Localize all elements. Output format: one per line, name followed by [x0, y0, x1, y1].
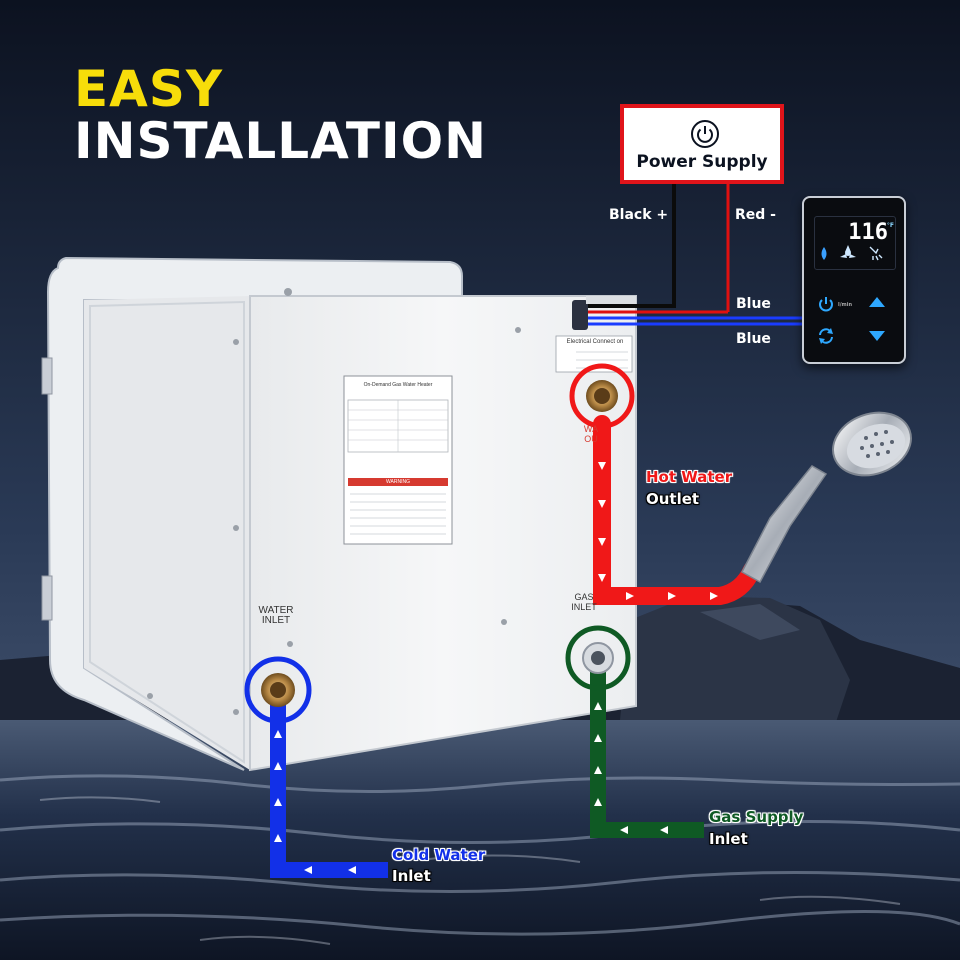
controller-cycle-icon[interactable]	[816, 326, 836, 346]
rating-label-warning: WARNING	[386, 479, 410, 485]
power-supply-label: Power Supply	[636, 152, 768, 172]
controller-power-button[interactable]	[816, 294, 836, 314]
wire-black-label: Black +	[609, 207, 669, 223]
rating-label-title: On-Demand Gas Water Heater	[363, 382, 433, 388]
controller-mode-icons	[821, 245, 883, 261]
water-inlet-label-line2: INLET	[261, 615, 291, 626]
wire-red-label: Red -	[735, 207, 776, 223]
water-outlet-label: WA OU	[583, 424, 599, 444]
headline-installation: INSTALLATION	[74, 112, 487, 170]
gas-supply-label: Gas Supply	[709, 808, 804, 826]
remote-controller: 116 °F l/min	[802, 196, 906, 364]
wire-blue-label-1: Blue	[736, 296, 771, 312]
controller-display	[814, 216, 896, 270]
gas-inlet-label-line1: GAS	[574, 592, 594, 602]
gas-inlet-label: GAS INLET	[566, 592, 602, 612]
water-inlet-label: WATER INLET	[254, 606, 298, 626]
controller-up-arrow-icon[interactable]	[868, 296, 886, 308]
hot-water-outlet-label: Outlet	[646, 490, 700, 508]
hot-water-label: Hot Water	[646, 468, 733, 486]
headline-easy: EASY	[74, 60, 224, 118]
power-supply-box: Power Supply	[620, 104, 784, 184]
controller-unit: °F	[886, 222, 894, 229]
power-icon	[691, 120, 719, 148]
electrical-connection-label: Electrical Connect on	[566, 339, 624, 345]
gas-supply-inlet-label: Inlet	[709, 830, 748, 848]
gas-inlet-label-line2: INLET	[571, 602, 597, 612]
water-inlet-label-line1: WATER	[258, 605, 294, 616]
cold-water-inlet-label: Inlet	[392, 867, 431, 885]
cold-water-label: Cold Water	[392, 846, 486, 864]
controller-down-arrow-icon[interactable]	[868, 330, 886, 342]
controller-temperature: 116	[848, 220, 888, 245]
controller-flow-unit: l/min	[838, 302, 853, 308]
shower-head-icon	[740, 411, 912, 584]
wire-blue-label-2: Blue	[736, 331, 771, 347]
